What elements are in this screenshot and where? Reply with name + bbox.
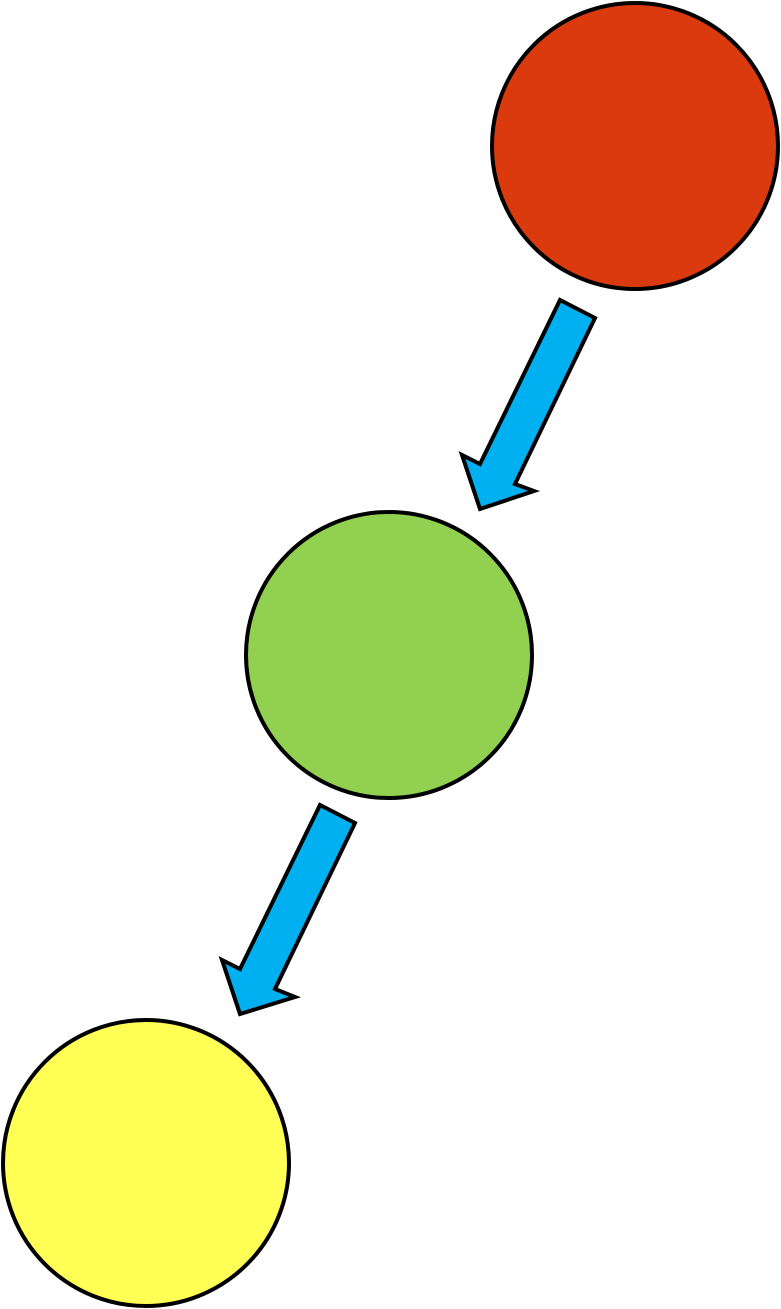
arrow-green-to-yellow bbox=[218, 802, 358, 1017]
arrow-red-to-green bbox=[458, 297, 598, 512]
green-circle-node bbox=[244, 510, 534, 800]
red-circle-node bbox=[490, 1, 780, 291]
yellow-circle-node bbox=[1, 1018, 291, 1308]
